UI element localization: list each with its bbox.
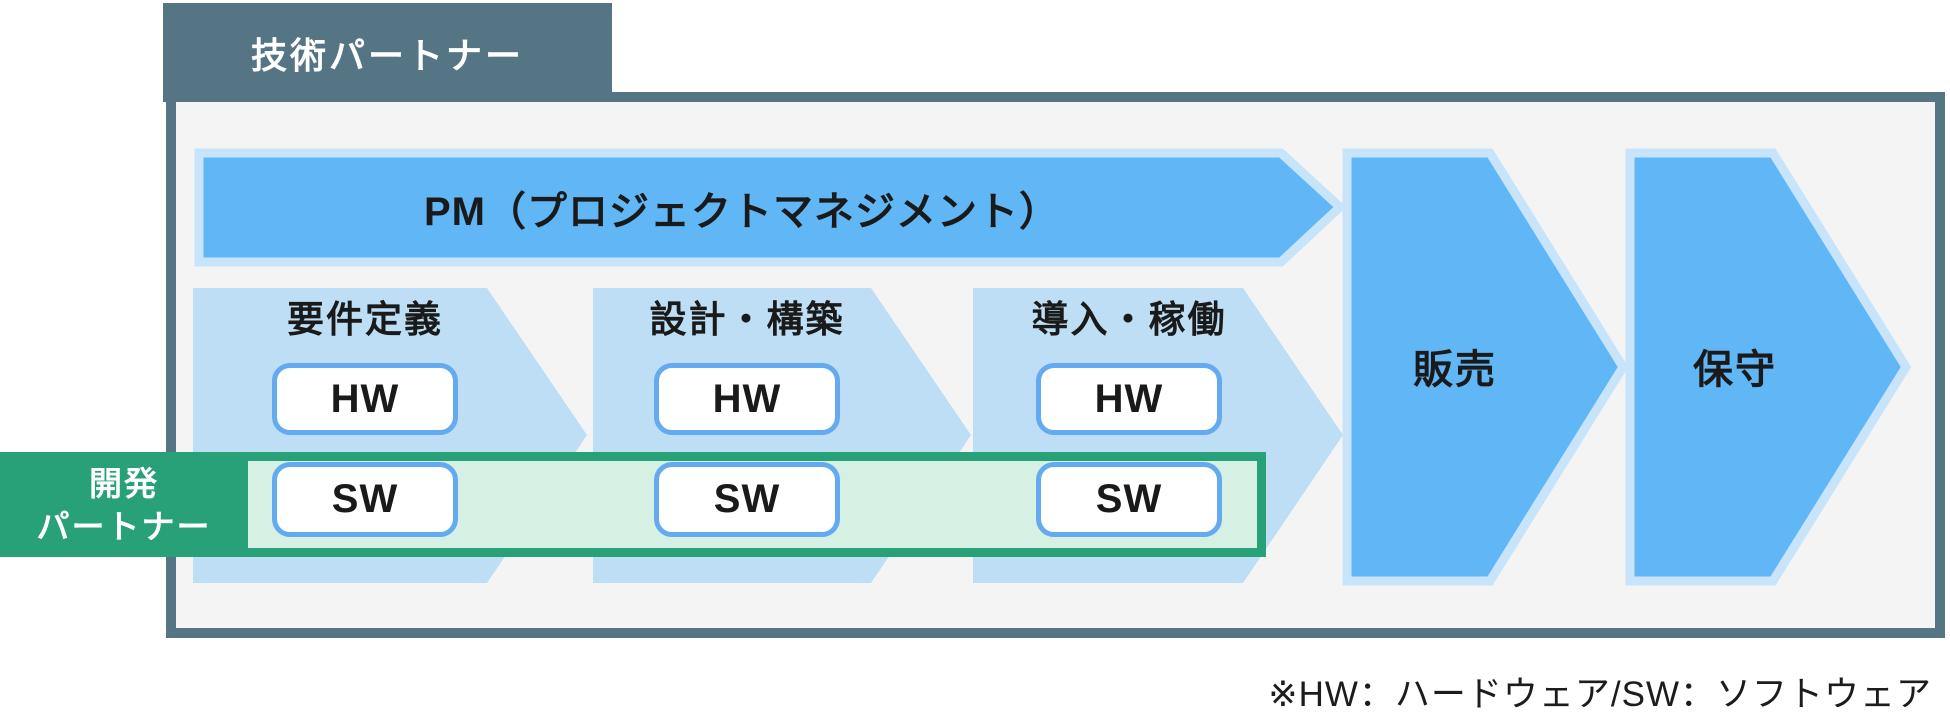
maintenance-arrow-label: 保守	[1693, 348, 1777, 392]
development-partner-label-line2: パートナー	[36, 507, 212, 545]
phase-label-requirements: 要件定義	[287, 299, 443, 340]
phase-label-design-build: 設計・構築	[649, 299, 845, 340]
technical-partner-tab: 技術パートナー	[163, 3, 612, 102]
development-partner-label: 開発 パートナー	[0, 452, 248, 557]
development-partner-label-line1: 開発	[89, 464, 159, 502]
hw-sw-footnote: ※HW：ハードウェア/SW：ソフトウェア	[1268, 674, 1932, 714]
phase-label-deploy-operate: 導入・稼働	[1031, 299, 1227, 340]
sw-box-deploy-operate: SW	[1036, 462, 1222, 537]
sw-box-requirements: SW	[272, 462, 458, 537]
hw-box-design-build: HW	[654, 363, 840, 435]
sales-arrow-label: 販売	[1413, 348, 1497, 392]
hw-box-deploy-operate: HW	[1036, 363, 1222, 435]
pm-arrow-label: PM（プロジェクトマネジメント）	[424, 189, 1060, 234]
sw-box-design-build: SW	[654, 462, 840, 537]
technical-partner-label: 技術パートナー	[250, 34, 524, 76]
hw-box-requirements: HW	[272, 363, 458, 435]
